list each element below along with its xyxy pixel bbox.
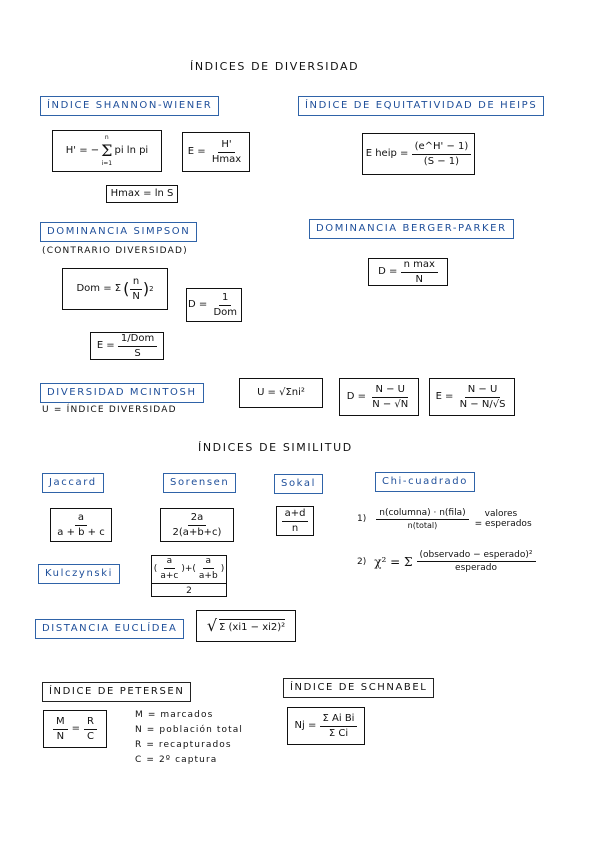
tag-mcintosh: DIVERSIDAD MCINTOSH <box>40 383 204 403</box>
formula-chi-1: 1) n(columna) · n(fila)n(total) valores … <box>357 508 532 530</box>
tag-sorensen: Sorensen <box>163 473 237 493</box>
formula-hmax: Hmax = ln S <box>106 185 178 203</box>
tag-euclid: DISTANCIA EUCLÍDEA <box>35 619 185 639</box>
formula-mcintosh-u: U = √Σni² <box>239 378 323 408</box>
note-simpson: (CONTRARIO DIVERSIDAD) <box>42 246 188 256</box>
formula-euclid: √ Σ (xi1 − xi2)² <box>196 610 296 642</box>
tag-schnabel: ÍNDICE DE SCHNABEL <box>283 678 435 698</box>
tag-jaccard: Jaccard <box>42 473 104 493</box>
tag-petersen: ÍNDICE DE PETERSEN <box>42 682 192 702</box>
note-mcintosh: U = ÍNDICE DIVERSIDAD <box>42 405 177 415</box>
petersen-legend: M = marcados N = población total R = rec… <box>135 708 243 768</box>
formula-shannon-e: E = H'Hmax <box>182 132 250 172</box>
tag-berger: DOMINANCIA BERGER-PARKER <box>309 219 514 239</box>
legend-item: N = población total <box>135 725 243 735</box>
tag-heip: ÍNDICE DE EQUITATIVIDAD DE HEIPS <box>298 96 545 116</box>
formula-shannon: H' = − n Σ i=1 pi ln pi <box>52 130 162 172</box>
tag-kulczynski: Kulczynski <box>38 564 120 584</box>
legend-item: C = 2º captura <box>135 755 218 765</box>
sum-symbol: n Σ i=1 <box>101 134 113 167</box>
tag-simpson: DOMINANCIA SIMPSON <box>40 222 198 242</box>
tag-shannon: ÍNDICE SHANNON-WIENER <box>40 96 220 116</box>
title-diversity: ÍNDICES DE DIVERSIDAD <box>190 60 360 73</box>
tag-sokal: Sokal <box>274 474 323 494</box>
title-similarity: ÍNDICES DE SIMILITUD <box>198 441 353 454</box>
legend-item: M = marcados <box>135 710 214 720</box>
tag-chi: Chi-cuadrado <box>375 472 475 492</box>
legend-item: R = recapturados <box>135 740 232 750</box>
formula-heip: E heip = (e^H' − 1)(S − 1) <box>362 133 475 175</box>
